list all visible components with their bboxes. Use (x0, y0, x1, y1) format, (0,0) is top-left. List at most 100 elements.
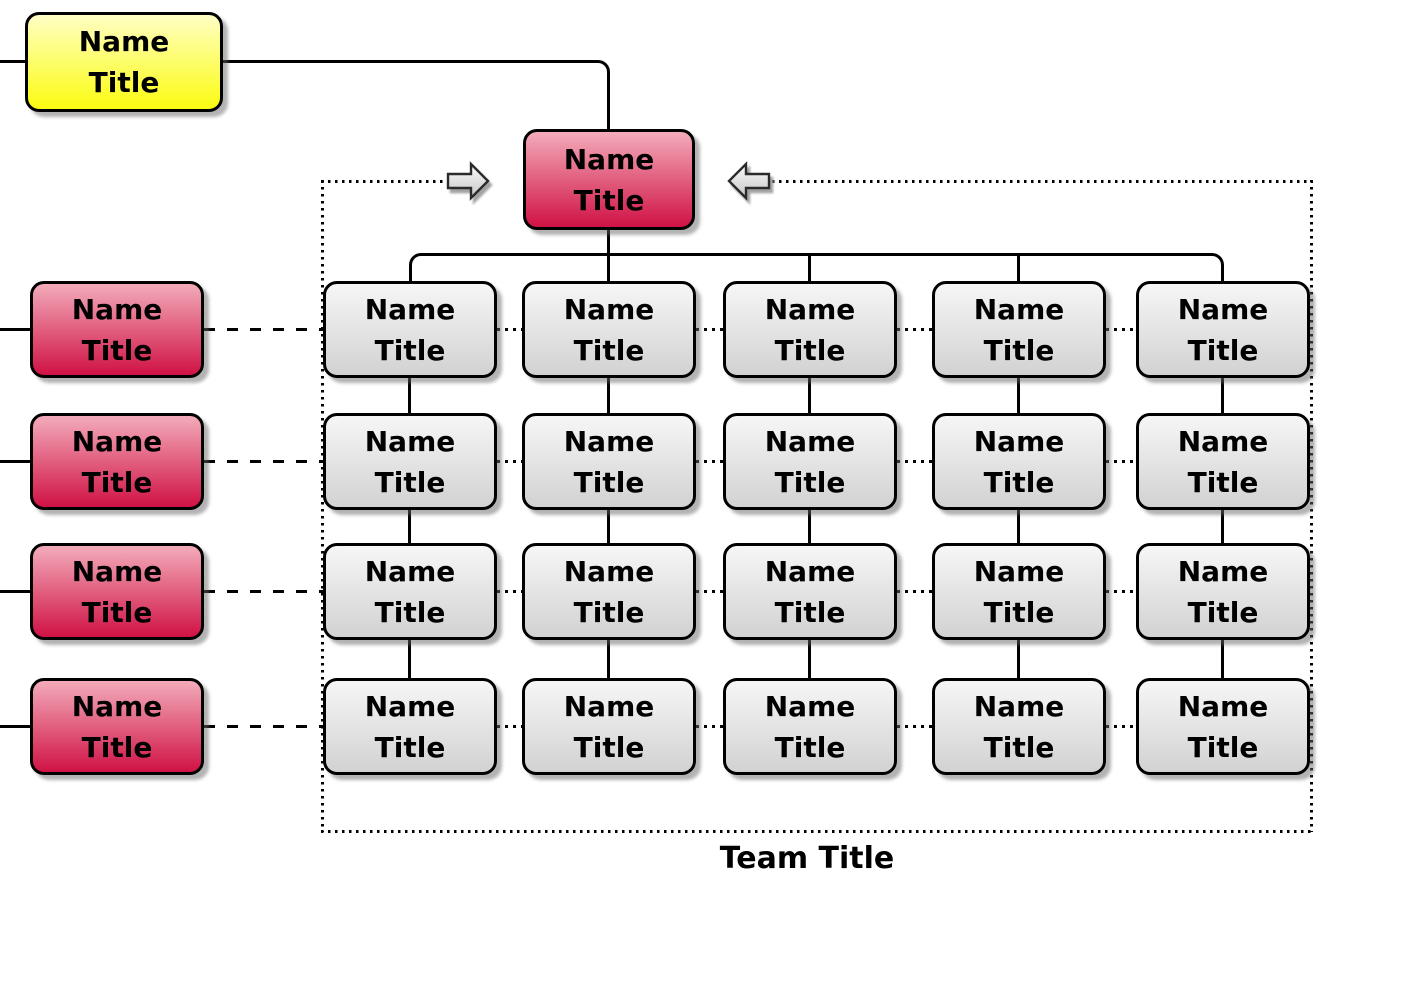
connector-line (607, 229, 610, 254)
team-boundary-edge (772, 180, 1313, 183)
member-title: Title (983, 465, 1055, 499)
member-name: Name (364, 554, 456, 588)
connector-line (808, 377, 811, 413)
lead-name: Name (563, 142, 655, 176)
member-node[interactable]: Name Title (932, 678, 1106, 775)
connector-line (0, 590, 30, 593)
member-name: Name (764, 689, 856, 723)
member-title: Title (983, 595, 1055, 629)
dashed-connector (204, 590, 323, 593)
dotted-connector (497, 328, 522, 331)
member-node[interactable]: Name Title (1136, 678, 1310, 775)
member-title: Title (374, 595, 446, 629)
parent-name: Name (78, 25, 170, 58)
member-node[interactable]: Name Title (1136, 281, 1310, 378)
manager-node[interactable]: Name Title (30, 678, 204, 775)
connector-line (0, 328, 30, 331)
connector-line (408, 377, 411, 413)
member-node[interactable]: Name Title (522, 281, 696, 378)
team-boundary-edge (321, 180, 446, 183)
member-title: Title (774, 333, 846, 367)
member-node[interactable]: Name Title (323, 678, 497, 775)
member-name: Name (973, 292, 1065, 326)
connector-line (808, 256, 811, 281)
connector-rail (409, 253, 1224, 282)
connector-line (1017, 509, 1020, 543)
member-name: Name (973, 689, 1065, 723)
member-title: Title (1187, 333, 1259, 367)
member-title: Title (573, 333, 645, 367)
dotted-connector (497, 725, 522, 728)
member-name: Name (973, 554, 1065, 588)
dotted-connector (696, 460, 723, 463)
dashed-connector (204, 460, 323, 463)
member-title: Title (774, 730, 846, 764)
connector-line (607, 509, 610, 543)
member-node[interactable]: Name Title (522, 413, 696, 510)
manager-node[interactable]: Name Title (30, 413, 204, 510)
member-name: Name (1177, 689, 1269, 723)
dotted-connector (696, 328, 723, 331)
connector-line (808, 509, 811, 543)
member-name: Name (364, 424, 456, 458)
member-name: Name (764, 424, 856, 458)
dotted-connector (1106, 460, 1136, 463)
arrow-right-icon[interactable] (446, 160, 490, 202)
manager-name: Name (71, 292, 163, 326)
member-name: Name (973, 424, 1065, 458)
connector-elbow (223, 60, 610, 130)
dotted-connector (497, 460, 522, 463)
member-node[interactable]: Name Title (323, 543, 497, 640)
team-title-label: Team Title (719, 841, 895, 876)
member-node[interactable]: Name Title (932, 281, 1106, 378)
member-node[interactable]: Name Title (723, 678, 897, 775)
parent-title: Title (88, 66, 160, 99)
member-node[interactable]: Name Title (1136, 543, 1310, 640)
parent-node[interactable]: Name Title (25, 12, 223, 112)
member-node[interactable]: Name Title (932, 543, 1106, 640)
team-boundary-edge (321, 180, 324, 832)
manager-name: Name (71, 554, 163, 588)
manager-node[interactable]: Name Title (30, 543, 204, 640)
manager-node[interactable]: Name Title (30, 281, 204, 378)
member-node[interactable]: Name Title (323, 281, 497, 378)
connector-line (1017, 377, 1020, 413)
arrow-left-icon[interactable] (727, 160, 771, 202)
member-node[interactable]: Name Title (723, 543, 897, 640)
manager-title: Title (81, 333, 153, 367)
connector-line (1221, 377, 1224, 413)
member-title: Title (1187, 465, 1259, 499)
connector-line (408, 639, 411, 678)
connector-line (0, 725, 30, 728)
team-lead-node[interactable]: Name Title (523, 129, 695, 230)
member-name: Name (563, 554, 655, 588)
connector-line (1221, 509, 1224, 543)
dotted-connector (696, 590, 723, 593)
manager-name: Name (71, 689, 163, 723)
member-title: Title (774, 465, 846, 499)
member-node[interactable]: Name Title (1136, 413, 1310, 510)
lead-title: Title (573, 183, 645, 217)
member-node[interactable]: Name Title (723, 413, 897, 510)
member-node[interactable]: Name Title (932, 413, 1106, 510)
connector-line (1017, 256, 1020, 281)
dotted-connector (696, 725, 723, 728)
member-name: Name (364, 292, 456, 326)
dotted-connector (897, 460, 932, 463)
connector-line (0, 60, 25, 63)
member-title: Title (374, 465, 446, 499)
dotted-connector (1106, 328, 1136, 331)
member-node[interactable]: Name Title (522, 678, 696, 775)
member-title: Title (573, 730, 645, 764)
member-name: Name (1177, 292, 1269, 326)
member-node[interactable]: Name Title (723, 281, 897, 378)
member-title: Title (573, 465, 645, 499)
member-name: Name (563, 292, 655, 326)
member-node[interactable]: Name Title (323, 413, 497, 510)
member-name: Name (764, 554, 856, 588)
member-name: Name (1177, 554, 1269, 588)
member-node[interactable]: Name Title (522, 543, 696, 640)
dotted-connector (1106, 590, 1136, 593)
member-name: Name (563, 689, 655, 723)
